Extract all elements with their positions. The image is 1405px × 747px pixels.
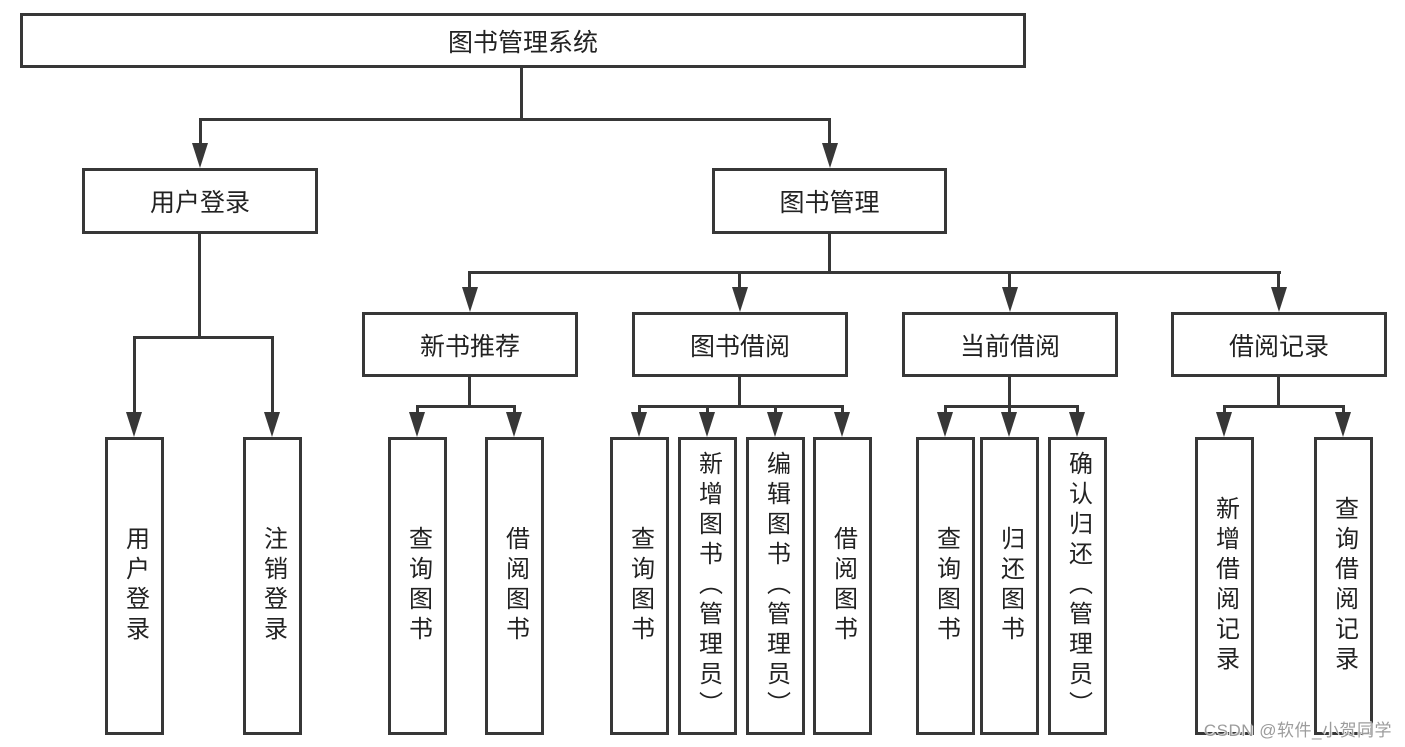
arrow-down-icon xyxy=(1271,287,1287,312)
node-borrow-records: 借阅记录 xyxy=(1171,312,1387,377)
leaf-add-borrow-record: 新增借阅记录 xyxy=(1195,437,1254,735)
node-user-login-label: 用户登录 xyxy=(149,189,250,217)
arrow-down-icon xyxy=(732,287,748,312)
node-root: 图书管理系统 xyxy=(20,13,1026,68)
arrow-down-icon xyxy=(767,412,783,437)
leaf-edit-book-admin: 编辑图书（管理员） xyxy=(746,437,805,735)
connector-new-book-rec-drop xyxy=(468,271,471,289)
connector-user-login-drop xyxy=(199,118,202,146)
leaf-return-book: 归还图书 xyxy=(980,437,1039,735)
leaf-logout: 注销登录 xyxy=(243,437,302,735)
node-root-label: 图书管理系统 xyxy=(447,28,598,57)
leaf-query-borrow-record: 查询借阅记录 xyxy=(1314,437,1373,735)
arrow-down-icon xyxy=(937,412,953,437)
leaf-edit-book-admin-label: 编辑图书（管理员） xyxy=(762,451,790,721)
connector-book-borrow-rail xyxy=(638,405,843,408)
leaf-current-query-book-label: 查询图书 xyxy=(932,526,960,646)
node-current-borrow-label: 当前借阅 xyxy=(959,332,1060,361)
connector-book-borrow-drop xyxy=(738,271,741,289)
leaf-confirm-return-admin: 确认归还（管理员） xyxy=(1048,437,1107,735)
leaf-recommend-query-book: 查询图书 xyxy=(388,437,447,735)
arrow-down-icon xyxy=(631,412,647,437)
arrow-down-icon xyxy=(1001,412,1017,437)
connector-current-borrow-rail xyxy=(944,405,1078,408)
arrow-down-icon xyxy=(1335,412,1351,437)
leaf-logout-label: 注销登录 xyxy=(259,526,287,646)
connector-current-borrow-stem xyxy=(1008,377,1011,407)
node-new-book-recommend: 新书推荐 xyxy=(362,312,578,377)
leaf-add-borrow-record-label: 新增借阅记录 xyxy=(1211,496,1239,676)
leaf-borrow-book-label: 借阅图书 xyxy=(829,526,857,646)
connector-cb-query-drop xyxy=(944,405,947,414)
arrow-down-icon xyxy=(822,143,838,168)
node-book-borrow-label: 图书借阅 xyxy=(689,332,790,361)
connector-new-book-rec-stem xyxy=(468,377,471,407)
leaf-query-borrow-record-label: 查询借阅记录 xyxy=(1330,496,1358,676)
node-user-login: 用户登录 xyxy=(82,168,318,234)
connector-book-mgmt-stem xyxy=(828,234,831,273)
node-borrow-records-label: 借阅记录 xyxy=(1228,332,1329,361)
leaf-borrow-book: 借阅图书 xyxy=(813,437,872,735)
arrow-down-icon xyxy=(506,412,522,437)
connector-ul-logout-drop xyxy=(271,336,274,414)
connector-cb-confirm-drop xyxy=(1076,405,1079,414)
node-book-borrow: 图书借阅 xyxy=(632,312,848,377)
leaf-add-book-admin-label: 新增图书（管理员） xyxy=(694,451,722,721)
connector-bb-edit-drop xyxy=(774,405,777,414)
watermark-text: CSDN @软件_小贺同学 xyxy=(1203,721,1392,740)
connector-ul-login-drop xyxy=(133,336,136,414)
arrow-down-icon xyxy=(126,412,142,437)
connector-nr-query-drop xyxy=(416,405,419,414)
node-current-borrow: 当前借阅 xyxy=(902,312,1118,377)
connector-user-login-stem xyxy=(198,234,201,337)
arrow-down-icon xyxy=(409,412,425,437)
connector-book-borrow-stem xyxy=(738,377,741,407)
leaf-recommend-borrow-book-label: 借阅图书 xyxy=(501,526,529,646)
leaf-confirm-return-admin-label: 确认归还（管理员） xyxy=(1064,451,1092,721)
connector-borrow-records-stem xyxy=(1277,377,1280,407)
node-book-management: 图书管理 xyxy=(712,168,947,234)
leaf-add-book-admin: 新增图书（管理员） xyxy=(678,437,737,735)
leaf-user-login: 用户登录 xyxy=(105,437,164,735)
arrow-down-icon xyxy=(1216,412,1232,437)
leaf-current-query-book: 查询图书 xyxy=(916,437,975,735)
connector-new-book-rec-rail xyxy=(416,405,516,408)
arrow-down-icon xyxy=(699,412,715,437)
connector-borrow-records-drop xyxy=(1277,271,1280,289)
connector-br-query-drop xyxy=(1342,405,1345,414)
connector-current-borrow-drop xyxy=(1008,271,1011,289)
arrow-down-icon xyxy=(462,287,478,312)
connector-br-add-drop xyxy=(1223,405,1226,414)
leaf-recommend-borrow-book: 借阅图书 xyxy=(485,437,544,735)
connector-borrow-records-rail xyxy=(1223,405,1344,408)
leaf-borrow-query-book: 查询图书 xyxy=(610,437,669,735)
leaf-return-book-label: 归还图书 xyxy=(996,526,1024,646)
leaf-user-login-label: 用户登录 xyxy=(121,526,149,646)
leaf-recommend-query-book-label: 查询图书 xyxy=(404,526,432,646)
leaf-borrow-query-book-label: 查询图书 xyxy=(626,526,654,646)
connector-cb-return-drop xyxy=(1008,405,1011,414)
connector-user-login-rail xyxy=(133,336,274,339)
connector-level3-rail xyxy=(468,271,1281,274)
connector-nr-borrow-drop xyxy=(513,405,516,414)
arrow-down-icon xyxy=(1069,412,1085,437)
node-book-management-label: 图书管理 xyxy=(779,189,880,217)
node-new-book-recommend-label: 新书推荐 xyxy=(419,332,520,361)
arrow-down-icon xyxy=(264,412,280,437)
connector-root-stem xyxy=(520,68,523,120)
connector-bb-query-drop xyxy=(638,405,641,414)
connector-level2-rail xyxy=(199,118,831,121)
connector-bb-add-drop xyxy=(706,405,709,414)
connector-book-mgmt-drop xyxy=(828,118,831,146)
arrow-down-icon xyxy=(1002,287,1018,312)
arrow-down-icon xyxy=(192,143,208,168)
arrow-down-icon xyxy=(834,412,850,437)
connector-bb-borrow-drop xyxy=(841,405,844,414)
